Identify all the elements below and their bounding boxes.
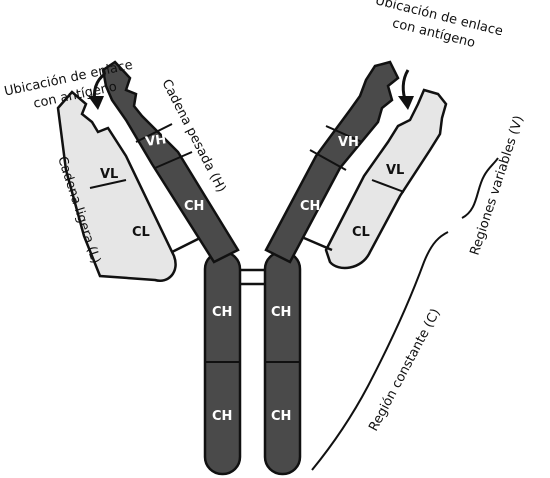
arrow-left-head — [88, 96, 104, 110]
segment-ch-stem-left-upper: CH — [212, 305, 232, 320]
interchain-bond — [171, 236, 201, 254]
variable-region-bracket — [461, 157, 499, 219]
right-light-arm — [303, 88, 448, 270]
domain-labels: VH CH VL CL VH CH VL CL CH CH CH CH — [100, 132, 404, 424]
brackets — [311, 157, 499, 471]
segment-cl-left: CL — [132, 225, 150, 240]
constant-region-label: Región constante (C) — [366, 306, 443, 434]
domain-divider — [371, 179, 405, 193]
segment-ch-stem-left-lower: CH — [212, 409, 232, 424]
segment-ch-stem-right-lower: CH — [271, 409, 291, 424]
segment-ch-right-arm: CH — [300, 199, 320, 214]
binding-site-arrows — [88, 69, 414, 110]
interchain-bond — [303, 236, 333, 252]
arrow-right-head — [398, 96, 414, 110]
domain-divider — [154, 151, 193, 169]
segment-vh-right: VH — [338, 135, 359, 150]
domain-divider — [325, 125, 363, 143]
segment-vl-left: VL — [100, 167, 118, 182]
segment-vh-left: VH — [144, 132, 167, 150]
variable-regions-label: Regiones variables (V) — [468, 114, 527, 257]
segment-ch-left-arm: CH — [184, 199, 204, 214]
constant-region-bracket — [311, 231, 449, 471]
domain-divider — [309, 149, 347, 171]
domain-divider — [135, 123, 173, 143]
left-light-arm — [56, 90, 201, 283]
domain-divider — [89, 179, 127, 189]
segment-ch-stem-right-upper: CH — [271, 305, 291, 320]
stem — [203, 250, 302, 476]
segment-cl-right: CL — [352, 225, 370, 240]
left-heavy-arm — [101, 60, 240, 264]
right-heavy-arm — [264, 60, 400, 264]
binding-site-label-right: Ubicación de enlace con antígeno — [369, 0, 508, 58]
segment-vl-right: VL — [386, 163, 404, 178]
left-light-chain — [56, 90, 177, 283]
right-light-chain — [324, 88, 448, 270]
